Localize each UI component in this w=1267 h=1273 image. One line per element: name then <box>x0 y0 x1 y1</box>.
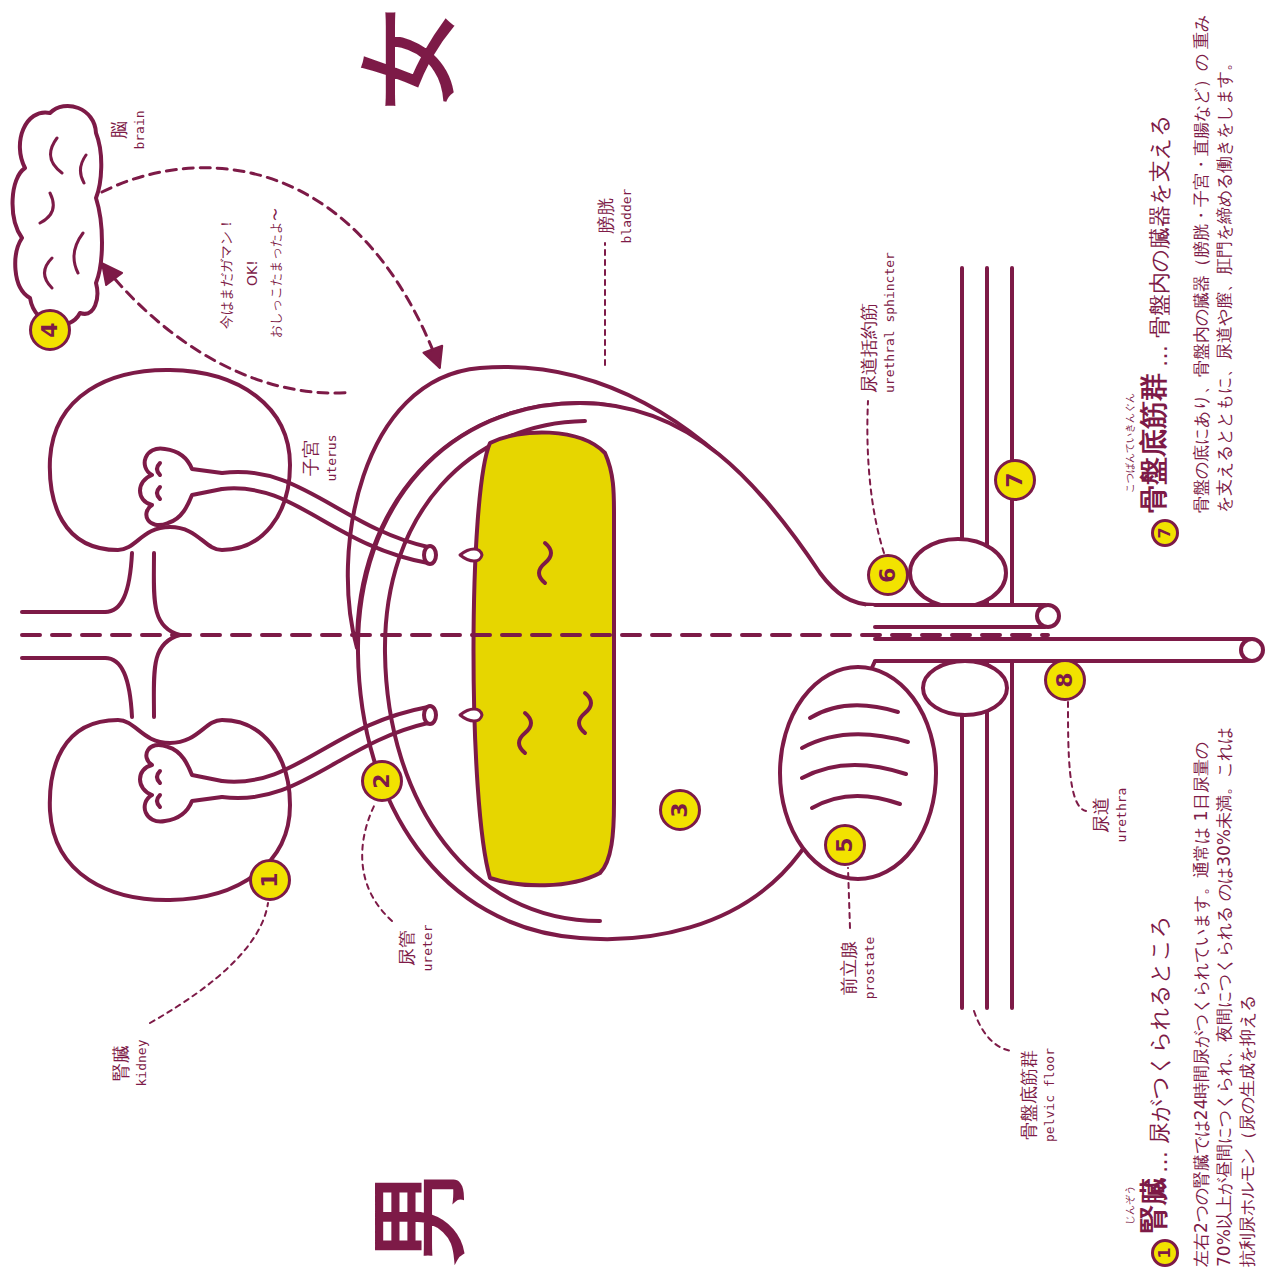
callout-number: 6 <box>867 554 909 596</box>
leader-line <box>604 243 606 365</box>
part-name-en: pelvic floor <box>1042 1048 1058 1142</box>
organ-name: 脳 <box>108 121 130 139</box>
organ-name-en: brain <box>132 110 148 149</box>
part-name: 前立腺 <box>838 941 860 995</box>
kidney-outline <box>50 720 290 900</box>
message-text: OK! <box>244 257 261 289</box>
section-heading: 骨盤底筋群 <box>1137 373 1171 513</box>
prostate-line <box>802 765 906 778</box>
part-name: 子宮 <box>300 440 322 476</box>
urine-drop <box>460 709 482 721</box>
callout-number: 1 <box>249 859 291 901</box>
part-name-en: ureter <box>420 925 436 972</box>
callout-number: 7 <box>994 459 1036 501</box>
pelvic-floor-line <box>1010 268 1014 605</box>
renal-pelvis <box>140 745 222 821</box>
pelvic-floor-line <box>1010 661 1014 1008</box>
urine-wave <box>579 693 591 733</box>
renal-vessel <box>105 658 132 717</box>
leader-line <box>867 401 884 553</box>
edge-label: おしっこたまったよ〜 <box>268 205 284 341</box>
arrowhead <box>423 346 442 368</box>
urine-wave <box>519 713 531 753</box>
part-name-en: kidney <box>134 1040 150 1087</box>
brain-node: 脳brain <box>12 100 102 330</box>
renal-pelvis-detail <box>157 771 160 807</box>
part-name: 骨盤底筋群 <box>1018 1050 1040 1140</box>
arrowhead <box>102 263 122 285</box>
part-name-en: prostate <box>862 937 878 1000</box>
sphincter-outline <box>923 661 1007 715</box>
vessel-wall <box>22 610 105 614</box>
leader-line <box>848 868 850 928</box>
urethra-wall <box>875 603 1045 607</box>
section-subheading: … 尿がつくられるところ <box>1147 915 1173 1173</box>
edge-label: 今はまだガマン！ <box>218 214 235 332</box>
urethra-wall <box>875 625 1045 629</box>
part-name: 尿管 <box>396 930 418 966</box>
part-name-en: urethra <box>1114 788 1130 843</box>
part-name: 尿道 <box>1090 797 1112 833</box>
callout-number: 4 <box>29 309 71 351</box>
section-subheading: … 骨盤内の臓器を支える <box>1147 114 1173 367</box>
leader-lines <box>150 243 1086 1051</box>
vessel-wall <box>22 656 105 660</box>
sex-mark: 男 <box>362 1167 477 1263</box>
ureter-end <box>424 706 436 724</box>
prostate-line <box>812 796 900 808</box>
urine-drop <box>460 549 482 561</box>
ureter-wall <box>222 488 428 563</box>
sphincter-outline <box>910 539 1006 607</box>
furigana: じんぞう <box>1124 1185 1136 1225</box>
bladder-outline <box>358 403 875 939</box>
leader-line <box>1068 702 1086 811</box>
callout-number: 3 <box>659 789 701 831</box>
renal-pelvis <box>140 449 222 525</box>
center-line <box>22 633 1048 637</box>
urethra-lumen <box>866 640 1252 660</box>
organ-name-en: bladder <box>619 189 635 244</box>
section-number: 1 <box>1151 1239 1179 1267</box>
urethra-opening <box>1037 605 1059 627</box>
part-name: 腎臓 <box>110 1045 132 1081</box>
prostate-outline <box>780 667 936 879</box>
organ-name: 膀胱 <box>595 198 617 234</box>
brain-outline <box>13 106 102 325</box>
leader-line <box>150 903 268 1023</box>
renal-pelvis-detail <box>157 463 160 499</box>
urine-wave <box>539 543 551 583</box>
callout-number: 5 <box>824 824 866 866</box>
section-body: 骨盤の底にあり、骨盤内の臓器（膀胱・子宮・直腸など）の 重みを支えるとともに、尿… <box>1190 8 1236 513</box>
part-name-en: uterus <box>324 435 340 482</box>
sex-mark: 女 <box>350 10 465 106</box>
prostate-line <box>810 705 898 718</box>
leader-line <box>974 1011 1012 1051</box>
section-number: 7 <box>1151 519 1179 547</box>
leader-line <box>362 802 392 921</box>
urethra-wall <box>875 637 1250 641</box>
part-name: 尿道括約筋 <box>858 303 880 393</box>
ureter-end <box>424 546 436 564</box>
kidney-outline <box>50 370 290 550</box>
part-name-en: urethral sphincter <box>882 252 898 393</box>
prostate-line <box>802 734 908 748</box>
callout-number: 2 <box>361 760 403 802</box>
message-arrow <box>102 168 440 368</box>
urine <box>474 432 615 885</box>
urethra-lumen <box>866 606 1046 626</box>
furigana: こつばんていきんぐん <box>1124 393 1136 493</box>
urethra-opening <box>1241 639 1263 661</box>
bladder-fill <box>358 403 875 939</box>
callout-number: 8 <box>1044 659 1086 701</box>
brain-fold <box>40 138 86 288</box>
section-body: 左右2つの腎臓では24時間尿がつくられています。通常は 1日尿量の70%以上が昼… <box>1190 719 1259 1267</box>
ureter-wall <box>222 472 428 547</box>
section-heading: 腎臓 <box>1137 1177 1171 1233</box>
renal-vessel <box>105 553 132 612</box>
